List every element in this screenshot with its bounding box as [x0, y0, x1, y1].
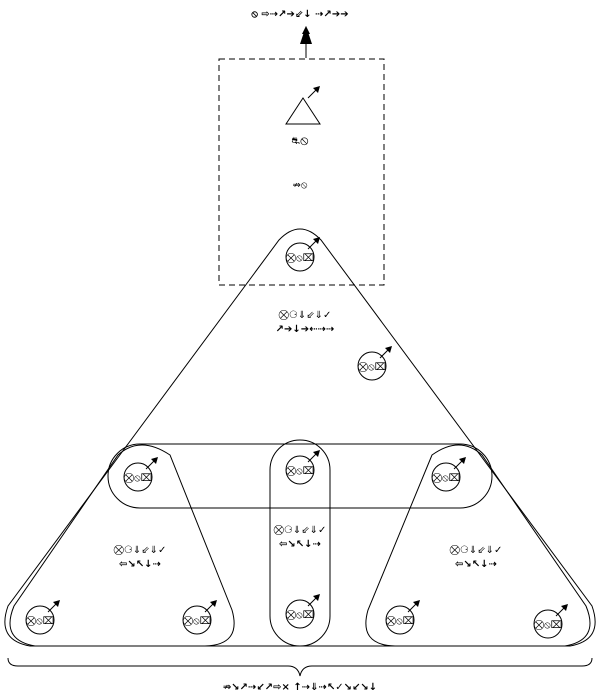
node-bottom-right-2: ⛒⦸⌧ — [533, 604, 568, 639]
node-circle — [385, 605, 415, 635]
node-circle — [285, 242, 315, 272]
node-label: ⛒⦸⌧ — [183, 615, 211, 627]
group-right-line2: ⇦↘↖↓⇢ — [455, 559, 497, 570]
node-label: ⛒⦸⌧ — [534, 619, 562, 631]
leader-symbol-label: ⛐⦸ — [291, 136, 309, 147]
node-arrow-head-icon — [151, 457, 158, 464]
node-label: ⛒⦸⌧ — [124, 472, 152, 484]
node-bottom-left-1: ⛒⦸⌧ — [25, 600, 60, 635]
node-label: ⛒⦸⌧ — [26, 615, 54, 627]
leader-arrow-head-icon — [313, 86, 320, 93]
middle-group-outline — [269, 439, 331, 647]
outer-triangle — [4, 228, 596, 647]
node-label: ⛒⦸⌧ — [286, 609, 314, 621]
node-band-left: ⛒⦸⌧ — [123, 457, 158, 492]
node-circle — [285, 455, 315, 485]
leader-triangle-icon — [285, 97, 321, 125]
leader-sub-label: ⇏⦸ — [293, 180, 308, 191]
group-top-line1: ⛒⚆⇓⇙⇓✓ — [279, 309, 332, 321]
node-upper-right: ⛒⦸⌧ — [357, 346, 392, 381]
group-left-line2: ⇦↘↖↓⇢ — [119, 559, 161, 570]
node-arrow-head-icon — [53, 600, 60, 607]
top-label: ⦸ ⇨⇢↗➔⇙↓ ⇢↗➔➔ — [251, 9, 348, 20]
node-apex: ⛒⦸⌧ — [285, 237, 320, 272]
right-group-outline — [365, 444, 591, 647]
node-band-mid: ⛒⦸⌧ — [285, 450, 320, 485]
group-mid-line1: ⛒⚆⇓⇙⇓✓ — [274, 524, 327, 536]
node-band-right: ⛒⦸⌧ — [431, 457, 466, 492]
top-group-band — [107, 443, 493, 509]
bottom-label: ⇏↘↗⇢↙↗⇨× ↑⇢⇓⇢↖✓↘↙↘↓ — [223, 682, 377, 693]
node-circle — [25, 605, 55, 635]
group-mid-line2: ⇦↘↖↓⇢ — [279, 539, 321, 550]
top-arrow-head — [300, 26, 312, 44]
node-arrow-head-icon — [313, 594, 320, 601]
node-bottom-mid: ⛒⦸⌧ — [285, 594, 320, 629]
node-arrow-head-icon — [210, 600, 217, 607]
node-arrow-head-icon — [459, 457, 466, 464]
node-circle — [357, 351, 387, 381]
group-right-line1: ⛒⚆⇓⇙⇓✓ — [450, 544, 503, 556]
node-circle — [123, 462, 153, 492]
leader-box — [218, 58, 385, 286]
group-top-line2: ↗➔↓➔⇠⇢⇢ — [276, 324, 335, 335]
node-circle — [182, 605, 212, 635]
node-circle — [285, 599, 315, 629]
node-circle — [431, 462, 461, 492]
node-label: ⛒⦸⌧ — [286, 465, 314, 477]
node-label: ⛒⦸⌧ — [432, 472, 460, 484]
node-circle — [533, 609, 563, 639]
node-label: ⛒⦸⌧ — [386, 615, 414, 627]
node-arrow-head-icon — [561, 604, 568, 611]
node-label: ⛒⦸⌧ — [358, 361, 386, 373]
node-arrow-head-icon — [313, 237, 320, 244]
left-group-outline — [9, 444, 235, 647]
node-arrow-head-icon — [413, 600, 420, 607]
node-arrow-head-icon — [385, 346, 392, 353]
node-arrow-head-icon — [313, 450, 320, 457]
node-bottom-right-1: ⛒⦸⌧ — [385, 600, 420, 635]
group-left-line1: ⛒⚆⇓⇙⇓✓ — [114, 544, 167, 556]
node-label: ⛒⦸⌧ — [286, 252, 314, 264]
node-bottom-left-2: ⛒⦸⌧ — [182, 600, 217, 635]
bottom-brace — [7, 657, 593, 677]
